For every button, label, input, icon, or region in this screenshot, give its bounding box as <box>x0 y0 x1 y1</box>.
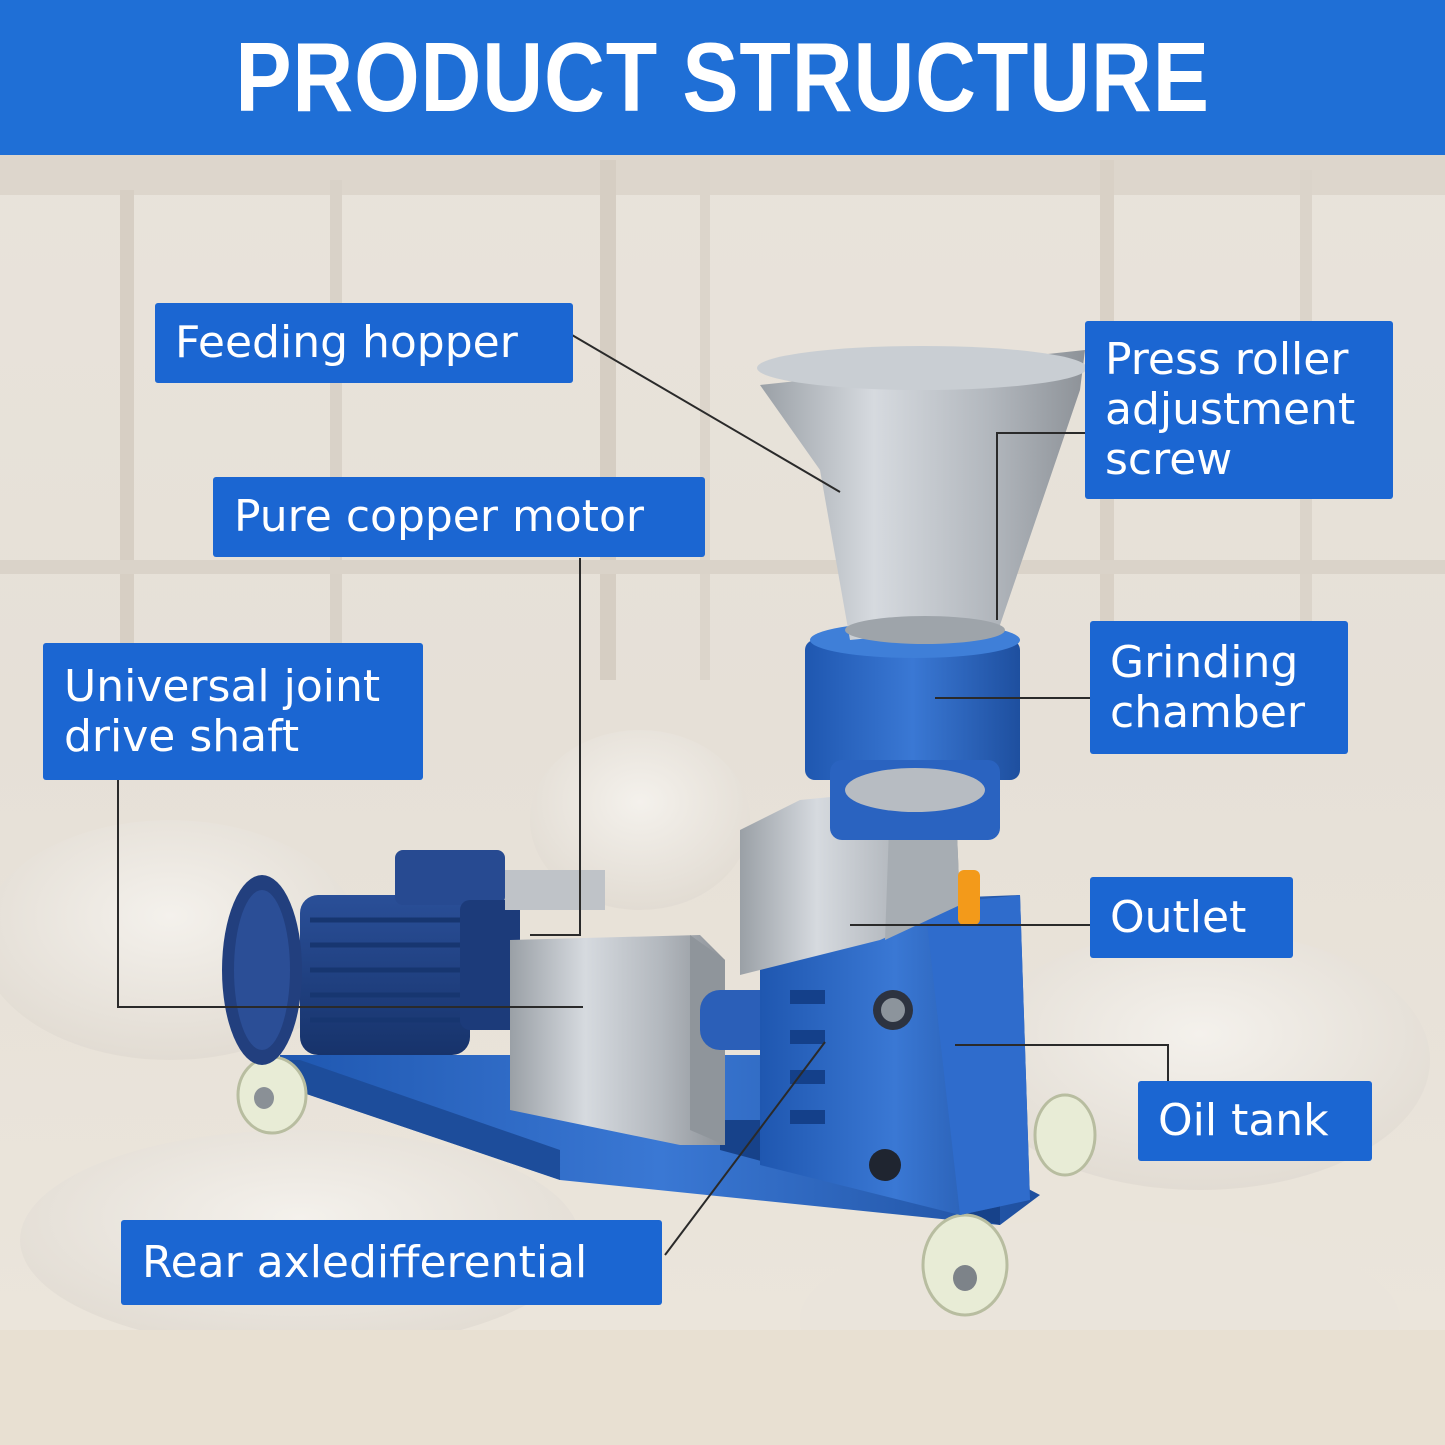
label-text: Press roller <box>1105 334 1349 385</box>
leader-line-motor <box>530 558 581 936</box>
leader-line-universal-joint <box>117 780 583 1008</box>
label-text: adjustment <box>1105 384 1356 435</box>
label-press-roller-adjustment-screw: Press roller adjustment screw <box>1085 321 1393 499</box>
label-text: Grinding <box>1110 636 1299 688</box>
label-pure-copper-motor: Pure copper motor <box>213 477 705 557</box>
label-text: Oil tank <box>1158 1095 1329 1146</box>
feeding-hopper <box>757 346 1087 644</box>
leader-line-rear-axle <box>664 1041 826 1256</box>
sheep-shape <box>530 730 750 910</box>
label-feeding-hopper: Feeding hopper <box>155 303 573 383</box>
label-oil-tank: Oil tank <box>1138 1081 1372 1161</box>
label-rear-axle-differential: Rear axledifferential <box>121 1220 662 1305</box>
label-outlet: Outlet <box>1090 877 1293 958</box>
label-text: Feeding hopper <box>175 317 518 368</box>
leader-line-oil-tank <box>955 1044 1169 1082</box>
label-universal-joint-drive-shaft: Universal joint drive shaft <box>43 643 423 780</box>
wheel <box>1033 1093 1097 1177</box>
wheel <box>921 1213 1009 1317</box>
leader-line-feeding-hopper <box>571 334 841 493</box>
main-body <box>760 895 1030 1215</box>
label-text: screw <box>1105 434 1233 485</box>
header-banner: PRODUCT STRUCTURE <box>0 0 1445 155</box>
motor <box>222 850 605 1065</box>
label-text: chamber <box>1110 686 1305 738</box>
label-text: Outlet <box>1110 891 1247 943</box>
label-text: drive shaft <box>64 710 300 762</box>
label-text: Rear axledifferential <box>142 1236 588 1288</box>
label-text: Pure copper motor <box>234 491 644 542</box>
label-text: Universal joint <box>64 660 381 712</box>
page-title: PRODUCT STRUCTURE <box>235 22 1210 132</box>
leader-line-press-roller <box>996 432 1085 620</box>
label-grinding-chamber: Grinding chamber <box>1090 621 1348 754</box>
